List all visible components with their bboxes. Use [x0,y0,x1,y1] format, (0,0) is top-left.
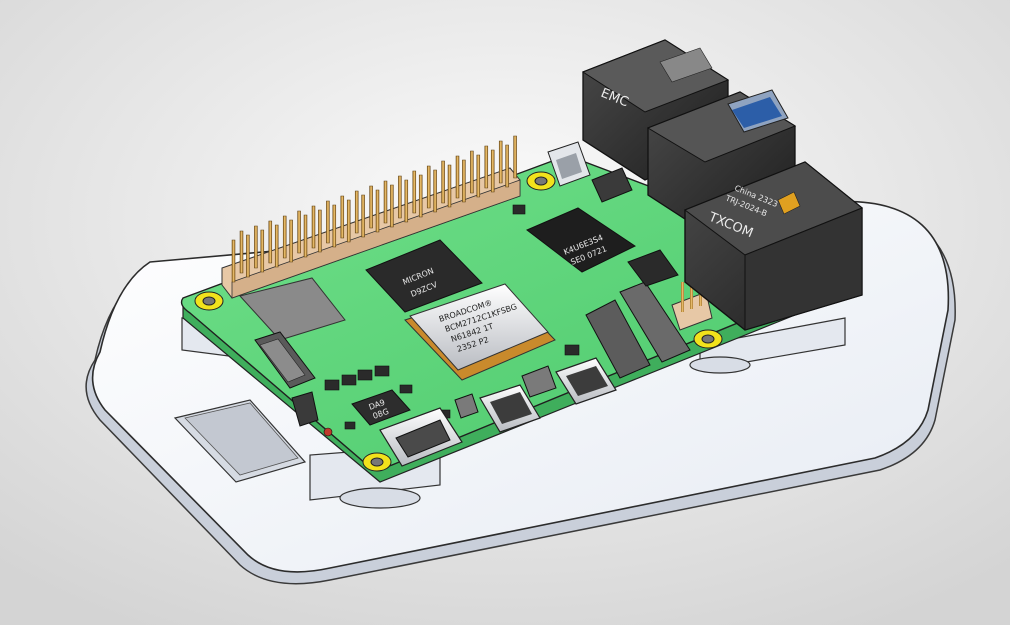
gpio-pin [498,140,503,184]
gpio-pin [433,169,437,213]
rtc-connector [627,249,679,287]
gpio-pin [505,144,509,188]
micro-hdmi-port-2 [555,357,617,405]
gpio-pin [311,205,316,249]
gpio-pin [274,224,279,268]
soc-chip: BROADCOM® BCM2712C1KFSBG N61842 1T 2352 … [404,283,556,381]
micro-hdmi-port-1 [479,384,541,433]
gpio-pin [318,209,322,253]
gpio-pin [426,165,431,209]
gpio-pin [346,199,351,243]
gpio-pin [412,170,417,214]
gpio-pin [390,184,394,228]
gpio-pin [490,149,495,193]
usb-port-stack-back: EMC [581,39,730,181]
gpio-pin [398,175,402,219]
gpio-pin [354,190,359,234]
gpio-pin [470,150,474,194]
gpio-pin [254,225,258,269]
gpio-pin [383,180,388,224]
gpio-pin [289,219,293,263]
gpio-pin [246,234,250,278]
usb-c-port [379,407,463,467]
uart-connector [591,167,633,203]
ram-chip: MICRON D9ZCV [365,239,483,313]
gpio-pin [282,215,287,259]
gpio-pin [418,174,423,218]
gpio-pin [484,145,489,189]
gpio-pin [513,135,517,179]
pmic-chip: DA9 08G [351,389,411,426]
gpio-pin [303,214,308,258]
gpio-pin [441,160,445,204]
gpio-pin [375,189,380,233]
gpio-pin [260,229,265,273]
small-components [323,204,580,437]
gpio-pin [369,185,373,229]
gpio-header [221,135,521,299]
gpio-pin [268,220,273,264]
gpio-pin [239,230,244,274]
gpio-pin [231,239,236,283]
gpio-pin [326,200,330,244]
ethernet-port: TXCOM TRJ-2024-B China 2323 [683,161,863,331]
small-connector-2 [521,365,557,398]
ffc-connectors [585,281,691,379]
gpio-pin [462,159,466,203]
gpio-pin [447,164,452,208]
gpio-pin [332,204,337,248]
gpio-pin [476,154,481,198]
emmc-chip: K4U6E3S4 SE0 0721 [526,207,637,273]
gpio-pin [361,194,365,238]
mounting-holes [194,171,723,472]
gpio-pin [297,210,301,254]
microsd-slot [239,277,346,341]
small-connector-1 [454,393,479,419]
camera-connector [254,331,316,389]
jst-connector [547,141,591,187]
gpio-pin [455,155,460,199]
gpio-pin [340,195,345,239]
reset-button [291,391,319,427]
gpio-pin [404,179,409,223]
